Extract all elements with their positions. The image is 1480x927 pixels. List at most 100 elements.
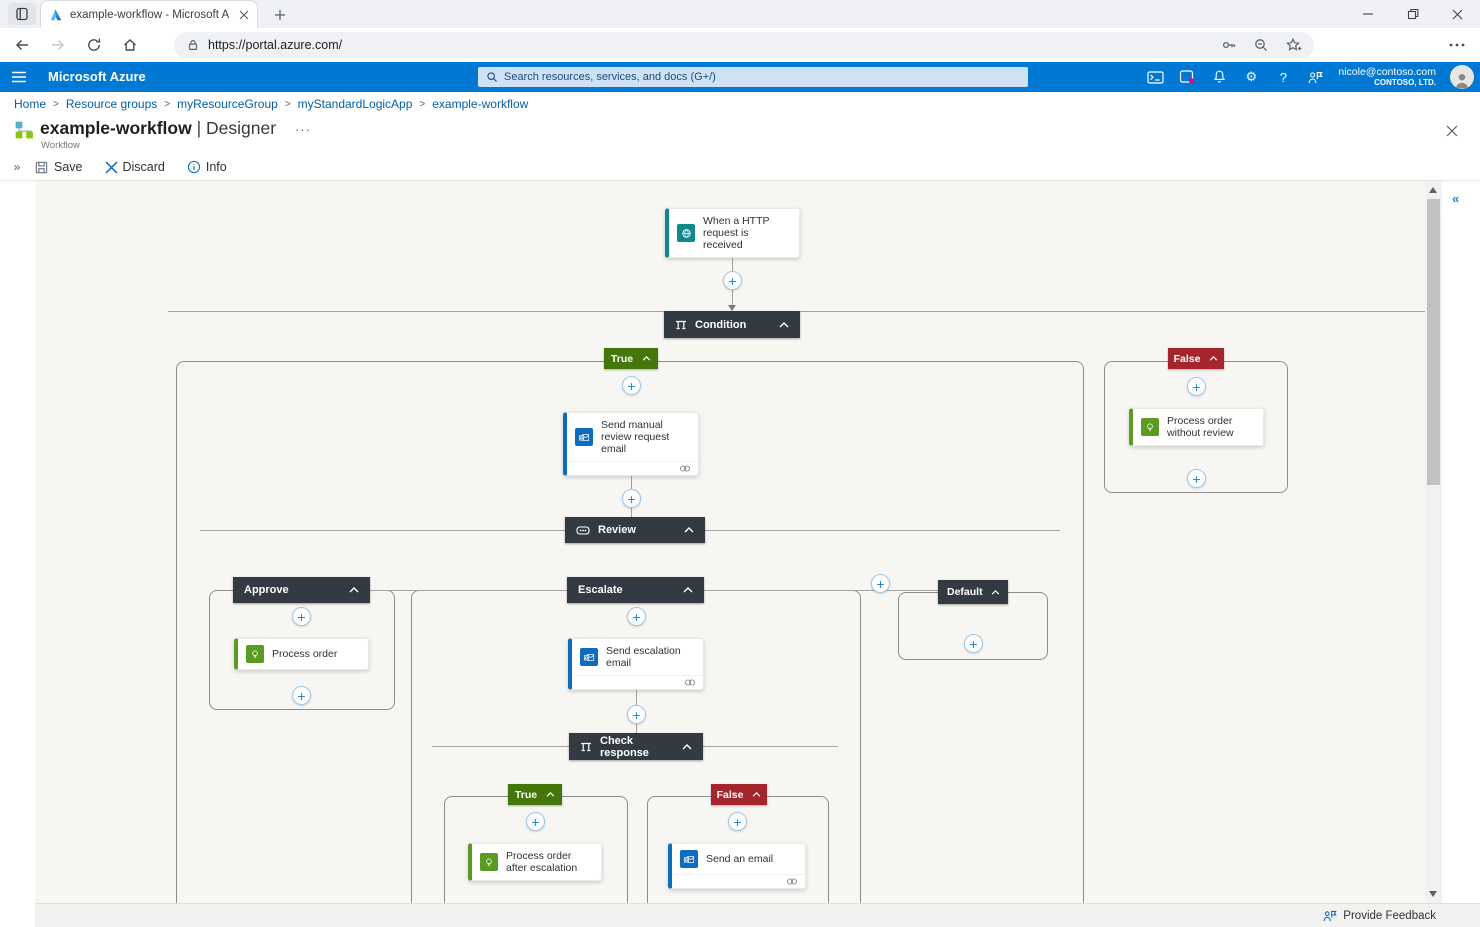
scroll-down-icon[interactable]	[1429, 891, 1437, 897]
action-card-process-order[interactable]: Process order	[234, 638, 369, 670]
designer-footer: Provide Feedback	[35, 903, 1480, 927]
lock-icon[interactable]	[186, 38, 200, 52]
restore-button[interactable]	[1390, 0, 1435, 28]
account-info[interactable]: nicole@contoso.com CONTOSO, LTD.	[1338, 66, 1436, 87]
action-card-process-order-without-review[interactable]: Process order without review	[1129, 408, 1264, 446]
collapse-panel-button[interactable]: «	[1452, 191, 1460, 206]
chevron-up-icon[interactable]	[546, 792, 555, 797]
cloud-shell-icon[interactable]	[1146, 68, 1164, 86]
close-blade-icon[interactable]	[1442, 121, 1462, 141]
view-name: | Designer	[196, 118, 277, 138]
insert-step-button[interactable]: +	[627, 607, 646, 626]
escalate-label: Escalate	[578, 584, 623, 596]
inner-false-branch-badge[interactable]: False	[711, 784, 767, 805]
address-bar[interactable]: https://portal.azure.com/	[174, 32, 1314, 58]
insert-step-button[interactable]: +	[728, 812, 747, 831]
case-default-header[interactable]: Default	[938, 580, 1008, 604]
outlook-icon	[575, 428, 593, 446]
card-footer	[672, 874, 805, 888]
insert-step-button[interactable]: +	[622, 376, 641, 395]
designer-canvas[interactable]: When a HTTP request is received + Condit…	[35, 181, 1425, 903]
save-button[interactable]: Save	[34, 160, 83, 175]
breadcrumb-resource-groups[interactable]: Resource groups	[65, 97, 158, 111]
close-window-button[interactable]	[1435, 0, 1480, 28]
left-gutter	[0, 181, 35, 927]
breadcrumb-home[interactable]: Home	[14, 97, 47, 111]
insert-step-button[interactable]: +	[526, 812, 545, 831]
chevron-up-icon[interactable]	[642, 356, 651, 361]
card-footer	[572, 675, 703, 689]
zoom-out-icon[interactable]	[1253, 37, 1269, 53]
chevron-up-icon[interactable]	[683, 587, 693, 593]
case-escalate-header[interactable]: Escalate	[567, 577, 704, 603]
favorite-star-icon[interactable]	[1285, 37, 1302, 54]
avatar[interactable]	[1450, 65, 1474, 89]
copilot-icon[interactable]	[1178, 68, 1196, 86]
trigger-card-http-request[interactable]: When a HTTP request is received	[665, 208, 800, 258]
insert-step-button[interactable]: +	[723, 271, 742, 290]
browser-tab[interactable]: example-workflow - Microsoft A	[40, 0, 258, 28]
chevron-up-icon[interactable]	[752, 792, 761, 797]
condition-icon	[580, 741, 592, 753]
scrollbar-thumb[interactable]	[1427, 199, 1440, 485]
chevron-up-icon[interactable]	[682, 743, 692, 750]
notifications-bell-icon[interactable]	[1210, 68, 1228, 86]
connection-icon	[679, 464, 691, 473]
home-icon[interactable]	[116, 31, 144, 59]
discard-icon	[105, 161, 117, 173]
chevron-up-icon[interactable]	[349, 587, 359, 593]
check-response-header[interactable]: Check response	[569, 733, 703, 760]
chevron-up-icon[interactable]	[991, 589, 1000, 595]
title-overflow-icon[interactable]: ···	[294, 122, 311, 137]
action-label: Process order after escalation	[506, 850, 578, 874]
provide-feedback-link[interactable]: Provide Feedback	[1343, 909, 1436, 922]
add-case-button[interactable]: +	[871, 574, 890, 593]
forward-icon[interactable]	[44, 31, 72, 59]
breadcrumb-my-resource-group[interactable]: myResourceGroup	[177, 97, 278, 111]
hamburger-menu-icon[interactable]	[6, 67, 32, 87]
insert-step-button[interactable]: +	[964, 634, 983, 653]
tab-close-icon[interactable]	[239, 10, 249, 20]
plus-icon: +	[531, 813, 540, 830]
true-branch-badge[interactable]: True	[604, 348, 658, 369]
insert-step-button[interactable]: +	[622, 489, 641, 508]
chevron-up-icon[interactable]	[684, 527, 694, 533]
chevron-up-icon[interactable]	[779, 321, 789, 328]
inner-true-branch-badge[interactable]: True	[508, 784, 562, 805]
breadcrumb-my-standard-logic-app[interactable]: myStandardLogicApp	[297, 97, 413, 111]
action-card-send-an-email[interactable]: Send an email	[668, 843, 806, 889]
insert-step-button[interactable]: +	[1187, 469, 1206, 488]
scroll-up-icon[interactable]	[1429, 187, 1437, 193]
refresh-icon[interactable]	[80, 31, 108, 59]
global-search-input[interactable]: Search resources, services, and docs (G+…	[478, 67, 1028, 87]
expand-toolbar-button[interactable]: »	[13, 160, 21, 174]
back-icon[interactable]	[8, 31, 36, 59]
insert-step-button[interactable]: +	[292, 607, 311, 626]
condition-header[interactable]: Condition	[664, 311, 800, 338]
info-button[interactable]: Info	[187, 160, 227, 174]
feedback-icon[interactable]	[1306, 68, 1324, 86]
insert-step-button[interactable]: +	[292, 686, 311, 705]
vertical-scrollbar[interactable]	[1425, 181, 1442, 903]
help-icon[interactable]: ?	[1279, 69, 1287, 85]
action-card-send-escalation-email[interactable]: Send escalation email	[568, 638, 704, 690]
azure-brand[interactable]: Microsoft Azure	[48, 69, 146, 84]
case-approve-header[interactable]: Approve	[233, 577, 370, 603]
insert-step-button[interactable]: +	[627, 705, 646, 724]
chevron-up-icon[interactable]	[1209, 356, 1218, 361]
settings-gear-icon[interactable]: ⚙	[1245, 69, 1258, 84]
workspaces-icon[interactable]	[8, 3, 36, 25]
new-tab-button[interactable]	[270, 5, 290, 25]
review-switch-header[interactable]: Review	[565, 517, 705, 543]
info-icon	[187, 160, 201, 174]
discard-button[interactable]: Discard	[105, 160, 165, 174]
minimize-button[interactable]	[1345, 0, 1390, 28]
action-card-send-manual-review[interactable]: Send manual review request email	[563, 412, 699, 476]
insert-step-button[interactable]: +	[1187, 377, 1206, 396]
review-label: Review	[598, 524, 636, 536]
false-branch-badge[interactable]: False	[1168, 348, 1224, 369]
browser-menu-icon[interactable]	[1446, 36, 1468, 54]
action-card-process-order-after-escalation[interactable]: Process order after escalation	[468, 843, 602, 881]
breadcrumb-example-workflow[interactable]: example-workflow	[432, 97, 529, 111]
password-key-icon[interactable]	[1221, 37, 1237, 53]
